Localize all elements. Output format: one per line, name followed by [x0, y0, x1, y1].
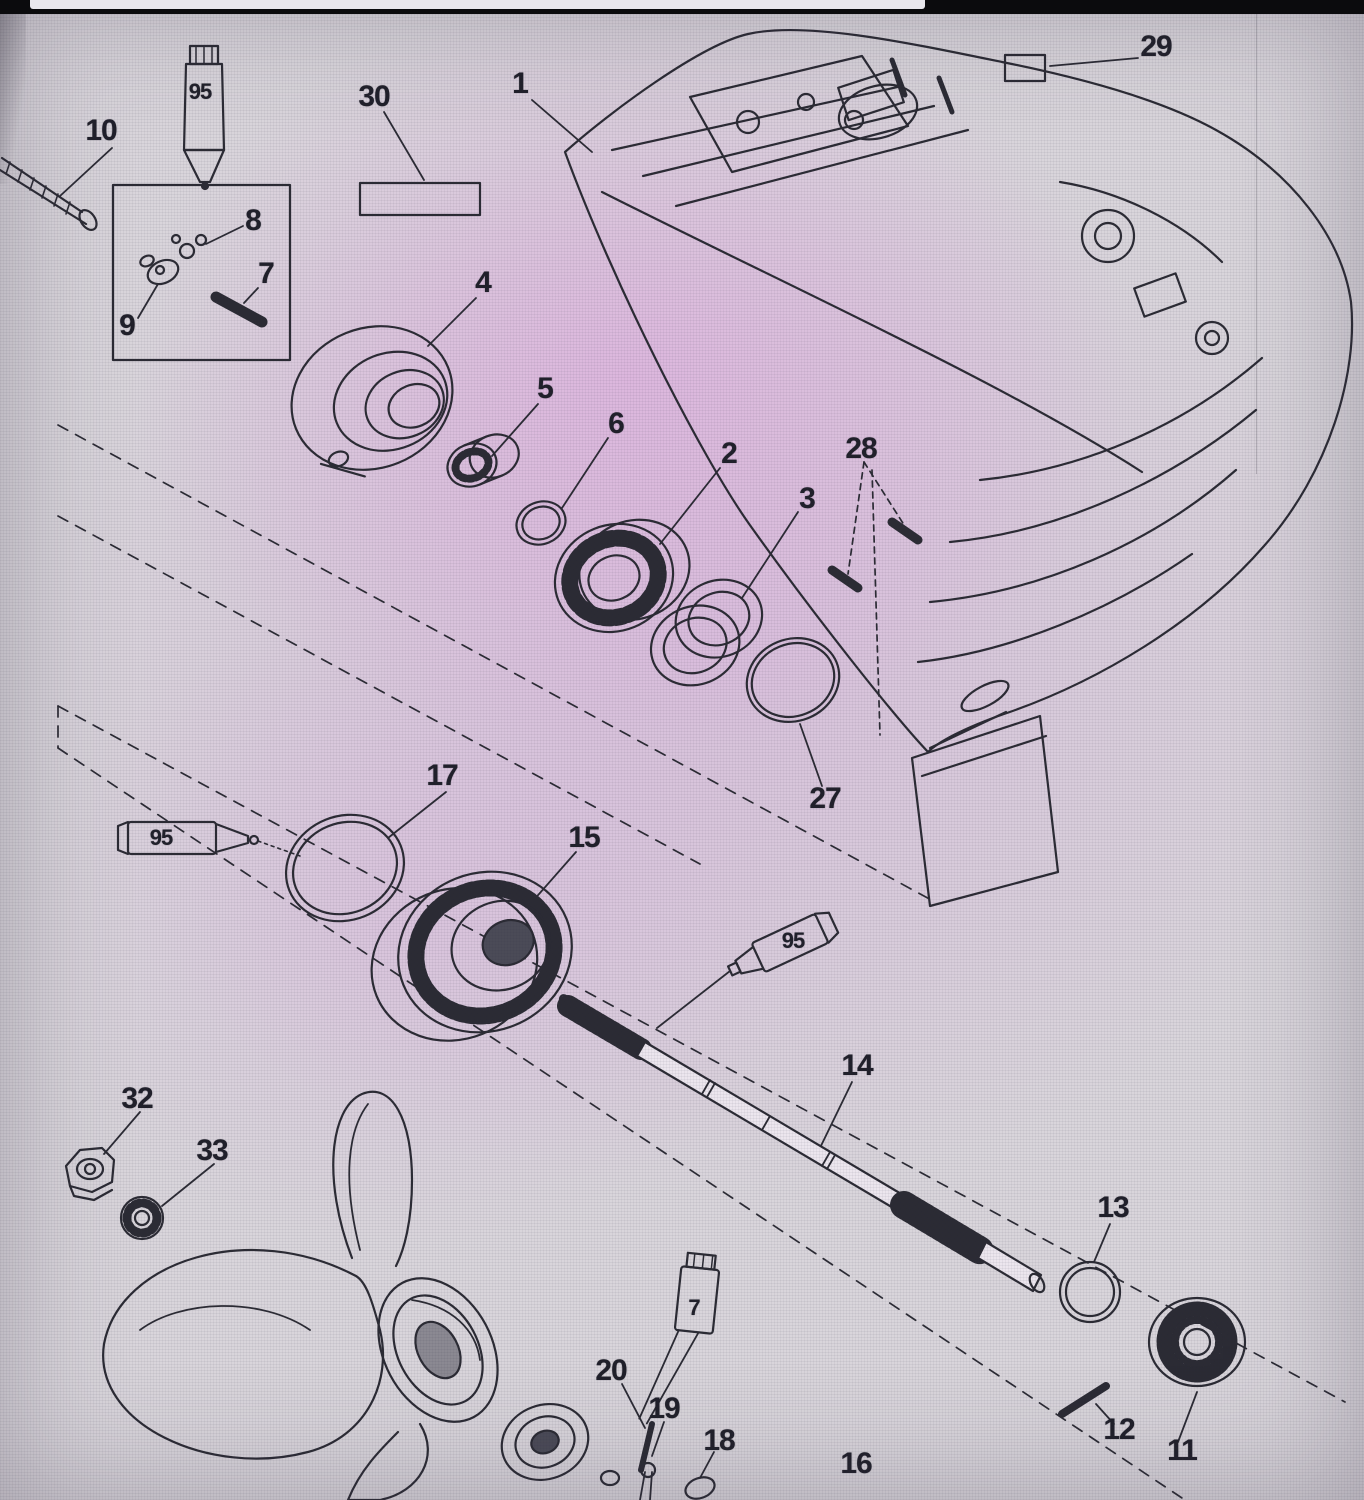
part-callout-14-19: 14 — [841, 1049, 873, 1082]
part-callout-18-26: 18 — [703, 1424, 735, 1457]
gearcase-housing — [563, 28, 1354, 754]
part-callout-4-8: 4 — [475, 266, 492, 299]
part-callout-95-16: 95 — [149, 825, 174, 850]
part-callout-95-0: 95 — [188, 79, 213, 104]
retaining-ring — [515, 500, 567, 546]
tapered-roller-bearing — [553, 518, 691, 634]
decal-rectangle-29 — [1003, 53, 1047, 83]
part-callout-12-28: 12 — [1103, 1413, 1135, 1446]
bearing-carrier — [290, 325, 454, 478]
drive-pins — [827, 517, 923, 593]
part-callout-11-29: 11 — [1167, 1434, 1198, 1467]
part-callout-3-12: 3 — [799, 482, 816, 515]
part-callout-6-10: 6 — [608, 407, 625, 440]
axis-dashed-lines — [57, 424, 1346, 1500]
part-callout-95-18: 95 — [781, 928, 806, 953]
needle-bearing — [446, 433, 520, 488]
part-callout-33-21: 33 — [196, 1134, 228, 1167]
small-hardware-cluster — [599, 1421, 716, 1500]
part-callout-28-13: 28 — [845, 432, 877, 465]
detail-inset-box — [111, 183, 292, 362]
part-callout-32-20: 32 — [121, 1082, 153, 1115]
thrust-washer — [500, 1403, 590, 1481]
part-callout-7-23: 7 — [688, 1295, 700, 1320]
part-callout-9-7: 9 — [119, 309, 136, 342]
lubricant-tube-mid — [116, 820, 301, 857]
lubricant-tube-top — [182, 44, 226, 191]
threaded-stud — [0, 156, 98, 231]
part-callout-16-27: 16 — [840, 1447, 872, 1480]
top-window-bar — [0, 0, 1364, 14]
pinion-bearing — [1147, 1296, 1247, 1388]
part-callout-13-22: 13 — [1097, 1191, 1129, 1224]
part-callout-7-6: 7 — [258, 257, 275, 290]
part-callout-20-24: 20 — [595, 1354, 627, 1387]
lubricant-tube-shaft — [726, 911, 840, 977]
part-callout-27-14: 27 — [809, 782, 841, 815]
part-callout-1-3: 1 — [512, 67, 529, 100]
forward-gear — [370, 870, 573, 1042]
part-callout-17-15: 17 — [426, 759, 458, 792]
screen-page-edge — [1256, 14, 1257, 474]
part-callout-2-11: 2 — [721, 437, 738, 470]
part-callout-19-25: 19 — [648, 1392, 680, 1425]
oil-seals — [649, 578, 764, 687]
part-callout-30-2: 30 — [358, 80, 390, 113]
prop-nut — [64, 1146, 116, 1202]
lubricant-tube-bottom — [638, 1251, 721, 1425]
roll-pin — [1058, 1382, 1110, 1418]
propeller-shaft — [557, 994, 1046, 1294]
o-ring-13 — [1058, 1260, 1122, 1324]
part-callout-29-4: 29 — [1140, 30, 1172, 63]
decal-rectangle-30 — [358, 181, 482, 217]
mounting-plate — [910, 714, 1060, 908]
propeller — [102, 1090, 499, 1500]
tab-washer — [119, 1195, 165, 1241]
part-callout-15-17: 15 — [568, 821, 600, 854]
part-callout-10-1: 10 — [85, 114, 117, 147]
top-window-bar-strip — [30, 0, 925, 9]
part-callout-5-9: 5 — [537, 372, 554, 405]
o-ring-27 — [745, 637, 841, 723]
o-ring-17 — [284, 813, 406, 923]
part-callout-8-5: 8 — [245, 204, 262, 237]
leader-lines — [59, 57, 1198, 1479]
